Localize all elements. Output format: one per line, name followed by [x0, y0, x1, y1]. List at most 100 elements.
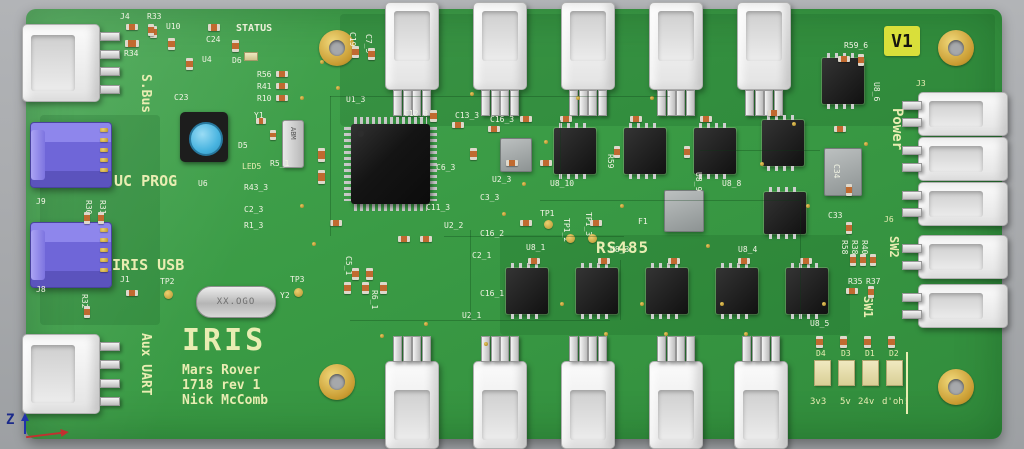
axis-z-label: Z [6, 412, 15, 428]
passive-component [630, 116, 642, 122]
passive-component [232, 40, 239, 52]
passive-component [850, 254, 856, 266]
via [806, 204, 810, 208]
connector-housing [737, 2, 791, 90]
refdes-label: C6_3 [436, 163, 456, 172]
sw2-label: SW2 [887, 236, 901, 258]
connector-top-1 [385, 2, 439, 116]
connector-bottom-3 [561, 336, 615, 449]
connector-pins [393, 90, 431, 116]
mounting-hole [319, 30, 355, 66]
connector-pins [902, 146, 922, 172]
led-24v [862, 360, 879, 386]
via [300, 204, 304, 208]
passive-component [352, 268, 359, 280]
passive-component [888, 336, 895, 348]
via [484, 342, 488, 346]
refdes-label: LED5 [242, 162, 262, 171]
reset-button [180, 112, 228, 162]
refdes-label: C13_3 [455, 111, 480, 120]
connector-pins [902, 101, 922, 127]
sw1-label: SW1 [861, 296, 875, 318]
connector-top-3 [561, 2, 615, 116]
gold-pad [100, 258, 108, 262]
refdes-label: R6_1 [370, 290, 379, 310]
connector-sbus [22, 24, 120, 102]
connector-top-5 [737, 2, 791, 116]
connector-pins [481, 336, 519, 362]
usb-connector-iris-usb [30, 222, 112, 288]
passive-component [276, 83, 288, 89]
gold-pad [294, 288, 303, 297]
chip-pins [354, 117, 427, 125]
via [502, 212, 506, 216]
connector-housing [649, 2, 703, 90]
axis-y-arrow [21, 413, 29, 434]
iris-usb-label: IRIS USB [112, 256, 185, 274]
board-subtitle-2: 1718 rev 1 [182, 378, 261, 393]
passive-component [126, 24, 138, 30]
refdes-label: U2_2 [444, 221, 464, 230]
led-doh [886, 360, 903, 386]
refdes-label: U10 [166, 22, 181, 31]
refdes-label: U2_1 [462, 311, 482, 320]
passive-component [598, 258, 610, 264]
via [760, 162, 764, 166]
soic-chip [576, 263, 618, 319]
chip-pins [344, 127, 352, 201]
uc-prog-label: UC PROG [114, 172, 178, 190]
connector-sw1 [902, 284, 1008, 328]
connector-pins [745, 90, 783, 116]
via [300, 96, 304, 100]
gold-pad [100, 128, 108, 132]
refdes-label: J3 [916, 79, 926, 88]
gold-pad [100, 138, 108, 142]
passive-component [800, 258, 812, 264]
connector-aux-uart [22, 334, 120, 414]
gold-pad [100, 158, 108, 162]
refdes-label: C11_3 [426, 203, 451, 212]
passive-component [330, 220, 342, 226]
gold-pad [100, 168, 108, 172]
led-name-doh: d'oh! [882, 397, 910, 407]
passive-component [738, 258, 750, 264]
inductor-block [824, 148, 862, 196]
via [560, 302, 564, 306]
refdes-label: U2_3 [492, 175, 512, 184]
connector-housing [918, 137, 1008, 181]
via [576, 96, 580, 100]
connector-housing [22, 24, 100, 102]
refdes-label: R1_3 [244, 221, 264, 230]
led-5v [838, 360, 855, 386]
connector-top-4 [649, 2, 703, 116]
refdes-label: C2_3 [244, 205, 264, 214]
gold-pad [164, 290, 173, 299]
refdes-label: Y1 [254, 111, 264, 120]
mounting-hole [938, 369, 974, 405]
passive-component [208, 24, 220, 31]
mounting-hole [938, 30, 974, 66]
led-ref-d3: D3 [841, 349, 851, 358]
inductor-block [500, 138, 532, 172]
via [744, 332, 748, 336]
copper-trace [330, 96, 331, 236]
via [424, 322, 428, 326]
connector-pins [902, 244, 922, 270]
passive-component [98, 212, 104, 224]
refdes-label: U8_3 [610, 245, 630, 254]
board-title: IRIS [182, 323, 267, 358]
refdes-label: U8_6 [872, 82, 881, 102]
version-badge: V1 [884, 26, 920, 56]
refdes-label: R43_3 [244, 183, 269, 192]
soic-chip [624, 123, 666, 179]
copper-trace [700, 150, 820, 151]
connector-pins [569, 336, 607, 362]
passive-component [256, 118, 266, 124]
passive-component [126, 290, 138, 296]
refdes-label: C5_1 [344, 256, 353, 276]
connector-pins [657, 336, 695, 362]
copper-trace [800, 200, 801, 320]
connector-housing [918, 235, 1008, 279]
passive-component [520, 220, 532, 226]
